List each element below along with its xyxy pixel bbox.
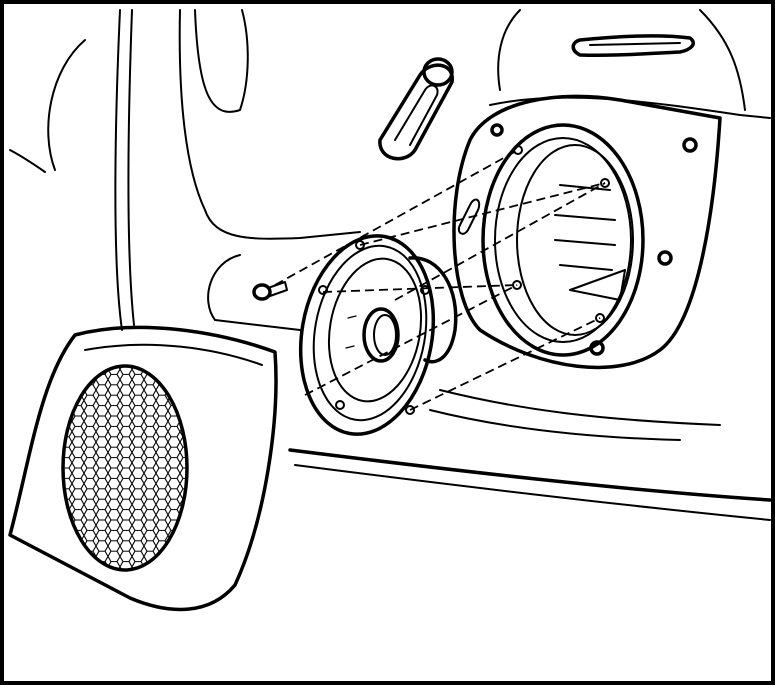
speaker-grille-cover (8, 325, 278, 612)
door-frame-lines (9, 9, 772, 521)
speaker (298, 234, 458, 436)
door-handle (378, 57, 454, 161)
alignment-guide-lines (274, 149, 606, 411)
door-lock-vent (571, 34, 695, 58)
